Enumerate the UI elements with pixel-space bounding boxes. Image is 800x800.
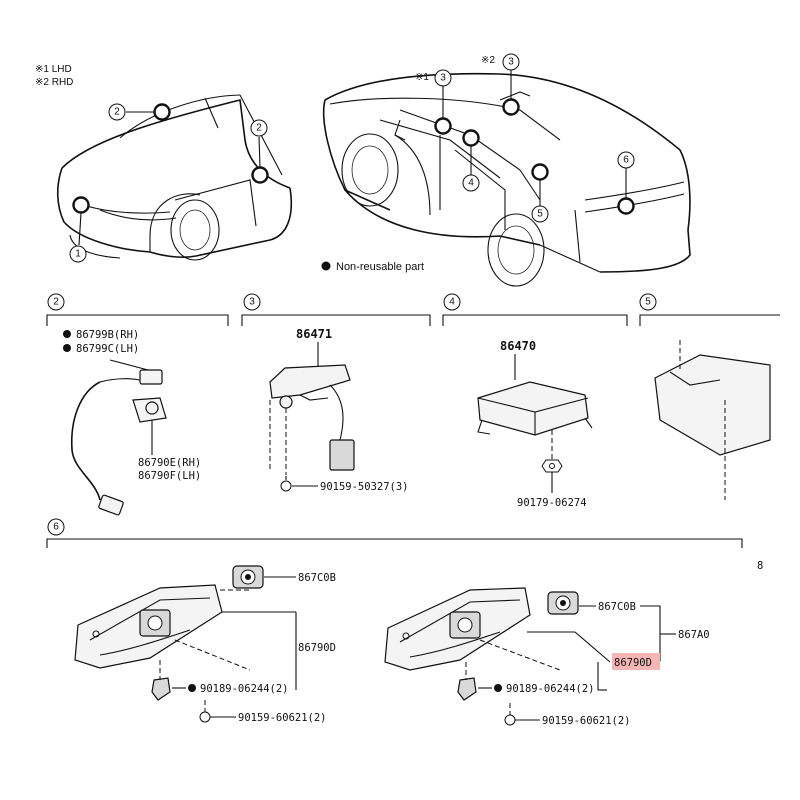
callout-circle xyxy=(462,174,480,192)
nut-icon xyxy=(541,459,563,473)
part-number-90189-06244-left: 90189-06244(2) xyxy=(200,683,289,695)
sensor-marker xyxy=(531,163,549,181)
callout-circle xyxy=(531,205,549,223)
panel-2: 2 xyxy=(46,293,229,326)
panel-number: 6 xyxy=(53,522,59,533)
part-number-86790e: 86790E(RH) xyxy=(138,457,201,469)
part-number-86471: 86471 xyxy=(296,327,332,341)
sensor-marker xyxy=(434,117,452,135)
bolt-icon xyxy=(280,476,292,492)
garnish-housing-illustration xyxy=(384,587,531,671)
screw-icon xyxy=(504,714,516,726)
cut-off-label: 8 xyxy=(757,560,763,572)
panel-6-bracket xyxy=(46,538,743,548)
callout-circle xyxy=(250,119,268,137)
sensor-marker xyxy=(251,166,269,184)
non-reusable-dot-icon xyxy=(188,684,196,692)
part-number-86799b: 86799B(RH) xyxy=(76,329,139,341)
screw-icon xyxy=(199,711,211,723)
panel-number-circle xyxy=(47,518,65,536)
callout-number: 4 xyxy=(468,178,474,189)
panel-number: 3 xyxy=(249,297,255,308)
part-number-90159-60621-left: 90159-60621(2) xyxy=(238,712,327,724)
part-number-90159-50327: 90159-50327(3) xyxy=(320,481,409,493)
clip-icon xyxy=(457,677,477,701)
sensor-marker xyxy=(72,196,90,214)
callout-number: 6 xyxy=(623,155,629,166)
control-module-illustration xyxy=(477,381,593,460)
part-number-90179-06274: 90179-06274 xyxy=(517,497,587,509)
non-reusable-dot-icon xyxy=(63,344,71,352)
part-number-86790d-right: 86790D xyxy=(614,657,652,669)
note-lhd: ※1 LHD xyxy=(35,64,72,75)
part-number-86790f: 86790F(LH) xyxy=(138,470,201,482)
note-lhd-mark: ※1 xyxy=(415,72,429,83)
sensor-marker xyxy=(153,103,171,121)
callout-circle xyxy=(69,245,87,263)
part-number-86470: 86470 xyxy=(500,339,536,353)
part-number-867c0b-right: 867C0B xyxy=(598,601,636,613)
non-reusable-dot-icon xyxy=(321,261,331,271)
panel-number: 5 xyxy=(645,297,651,308)
panel-number: 4 xyxy=(449,297,455,308)
note-rhd-mark: ※2 xyxy=(481,55,495,66)
non-reusable-dot-icon xyxy=(494,684,502,692)
sensor-marker xyxy=(617,197,635,215)
camera-icon xyxy=(232,565,264,589)
legend-label: Non-reusable part xyxy=(336,261,424,273)
callout-number: 3 xyxy=(508,57,514,68)
callout-number: 2 xyxy=(114,107,120,118)
kit-bracket xyxy=(640,605,661,662)
part-number-90159-60621-right: 90159-60621(2) xyxy=(542,715,631,727)
sensor-bracket-illustration xyxy=(269,364,355,475)
sensor-marker xyxy=(502,98,520,116)
callout-number: 3 xyxy=(440,73,446,84)
part-number-86790d-left: 86790D xyxy=(298,642,336,654)
garnish-housing-illustration xyxy=(74,584,223,669)
car-rear-illustration xyxy=(322,72,691,287)
callout-number: 1 xyxy=(75,249,81,260)
callout-number: 5 xyxy=(537,209,543,220)
camera-icon xyxy=(547,591,579,615)
sensor-marker xyxy=(462,129,480,147)
panel-number: 2 xyxy=(53,297,59,308)
wire-harness-illustration xyxy=(70,359,167,516)
part-number-90189-06244-right: 90189-06244(2) xyxy=(506,683,595,695)
callout-number: 2 xyxy=(256,123,262,134)
panel-4: 4 xyxy=(442,293,628,326)
panel-5: 5 xyxy=(639,293,780,326)
part-number-86799c: 86799C(LH) xyxy=(76,343,139,355)
highlight-86790d xyxy=(612,653,660,670)
panel5-component-illustration xyxy=(654,340,771,500)
part-number-867c0b-left: 867C0B xyxy=(298,572,336,584)
callout-circle xyxy=(108,103,126,121)
clip-icon xyxy=(151,677,171,701)
note-rhd: ※2 RHD xyxy=(35,77,73,88)
non-reusable-dot-icon xyxy=(63,330,71,338)
panel-3: 3 xyxy=(241,293,431,326)
part-number-867a0: 867A0 xyxy=(678,629,710,641)
